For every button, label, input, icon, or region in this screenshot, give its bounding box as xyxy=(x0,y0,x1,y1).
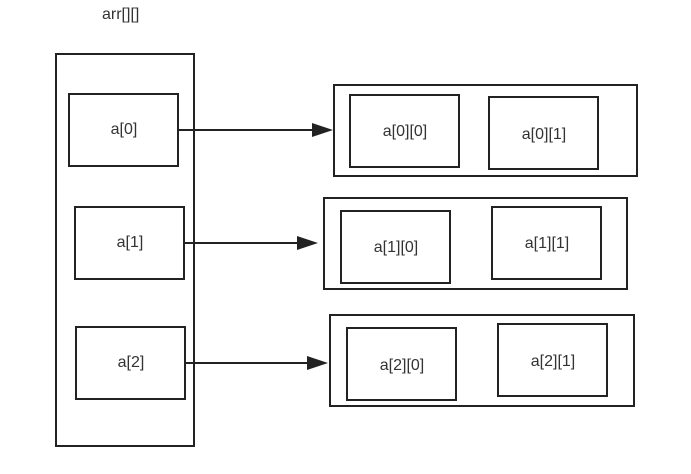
outer-cell-1-label: a[1] xyxy=(117,234,144,251)
row-1-cell-0-label: a[1][0] xyxy=(374,239,418,256)
row-0-cell-1-label: a[0][1] xyxy=(522,126,566,143)
outer-cell-0-label: a[0] xyxy=(111,121,138,138)
outer-cell-0: a[0] xyxy=(68,93,179,167)
row-1-cell-0: a[1][0] xyxy=(340,210,451,284)
row-1-cell-1-label: a[1][1] xyxy=(525,235,569,252)
outer-cell-2-label: a[2] xyxy=(118,354,145,371)
row-2-cell-0: a[2][0] xyxy=(346,327,457,401)
row-0-cell-0-label: a[0][0] xyxy=(383,123,427,140)
row-2-cell-1: a[2][1] xyxy=(497,323,608,397)
row-0-cell-0: a[0][0] xyxy=(349,94,460,168)
outer-cell-2: a[2] xyxy=(75,326,186,400)
outer-cell-1: a[1] xyxy=(74,206,185,280)
diagram-title: arr[][] xyxy=(102,6,139,23)
row-2-cell-0-label: a[2][0] xyxy=(380,357,424,374)
row-0-cell-1: a[0][1] xyxy=(488,96,599,170)
row-2-cell-1-label: a[2][1] xyxy=(531,353,575,370)
arrow-0 xyxy=(178,123,333,137)
row-1-cell-1: a[1][1] xyxy=(491,206,602,280)
arrow-1 xyxy=(184,236,318,250)
arrow-2 xyxy=(185,356,328,370)
